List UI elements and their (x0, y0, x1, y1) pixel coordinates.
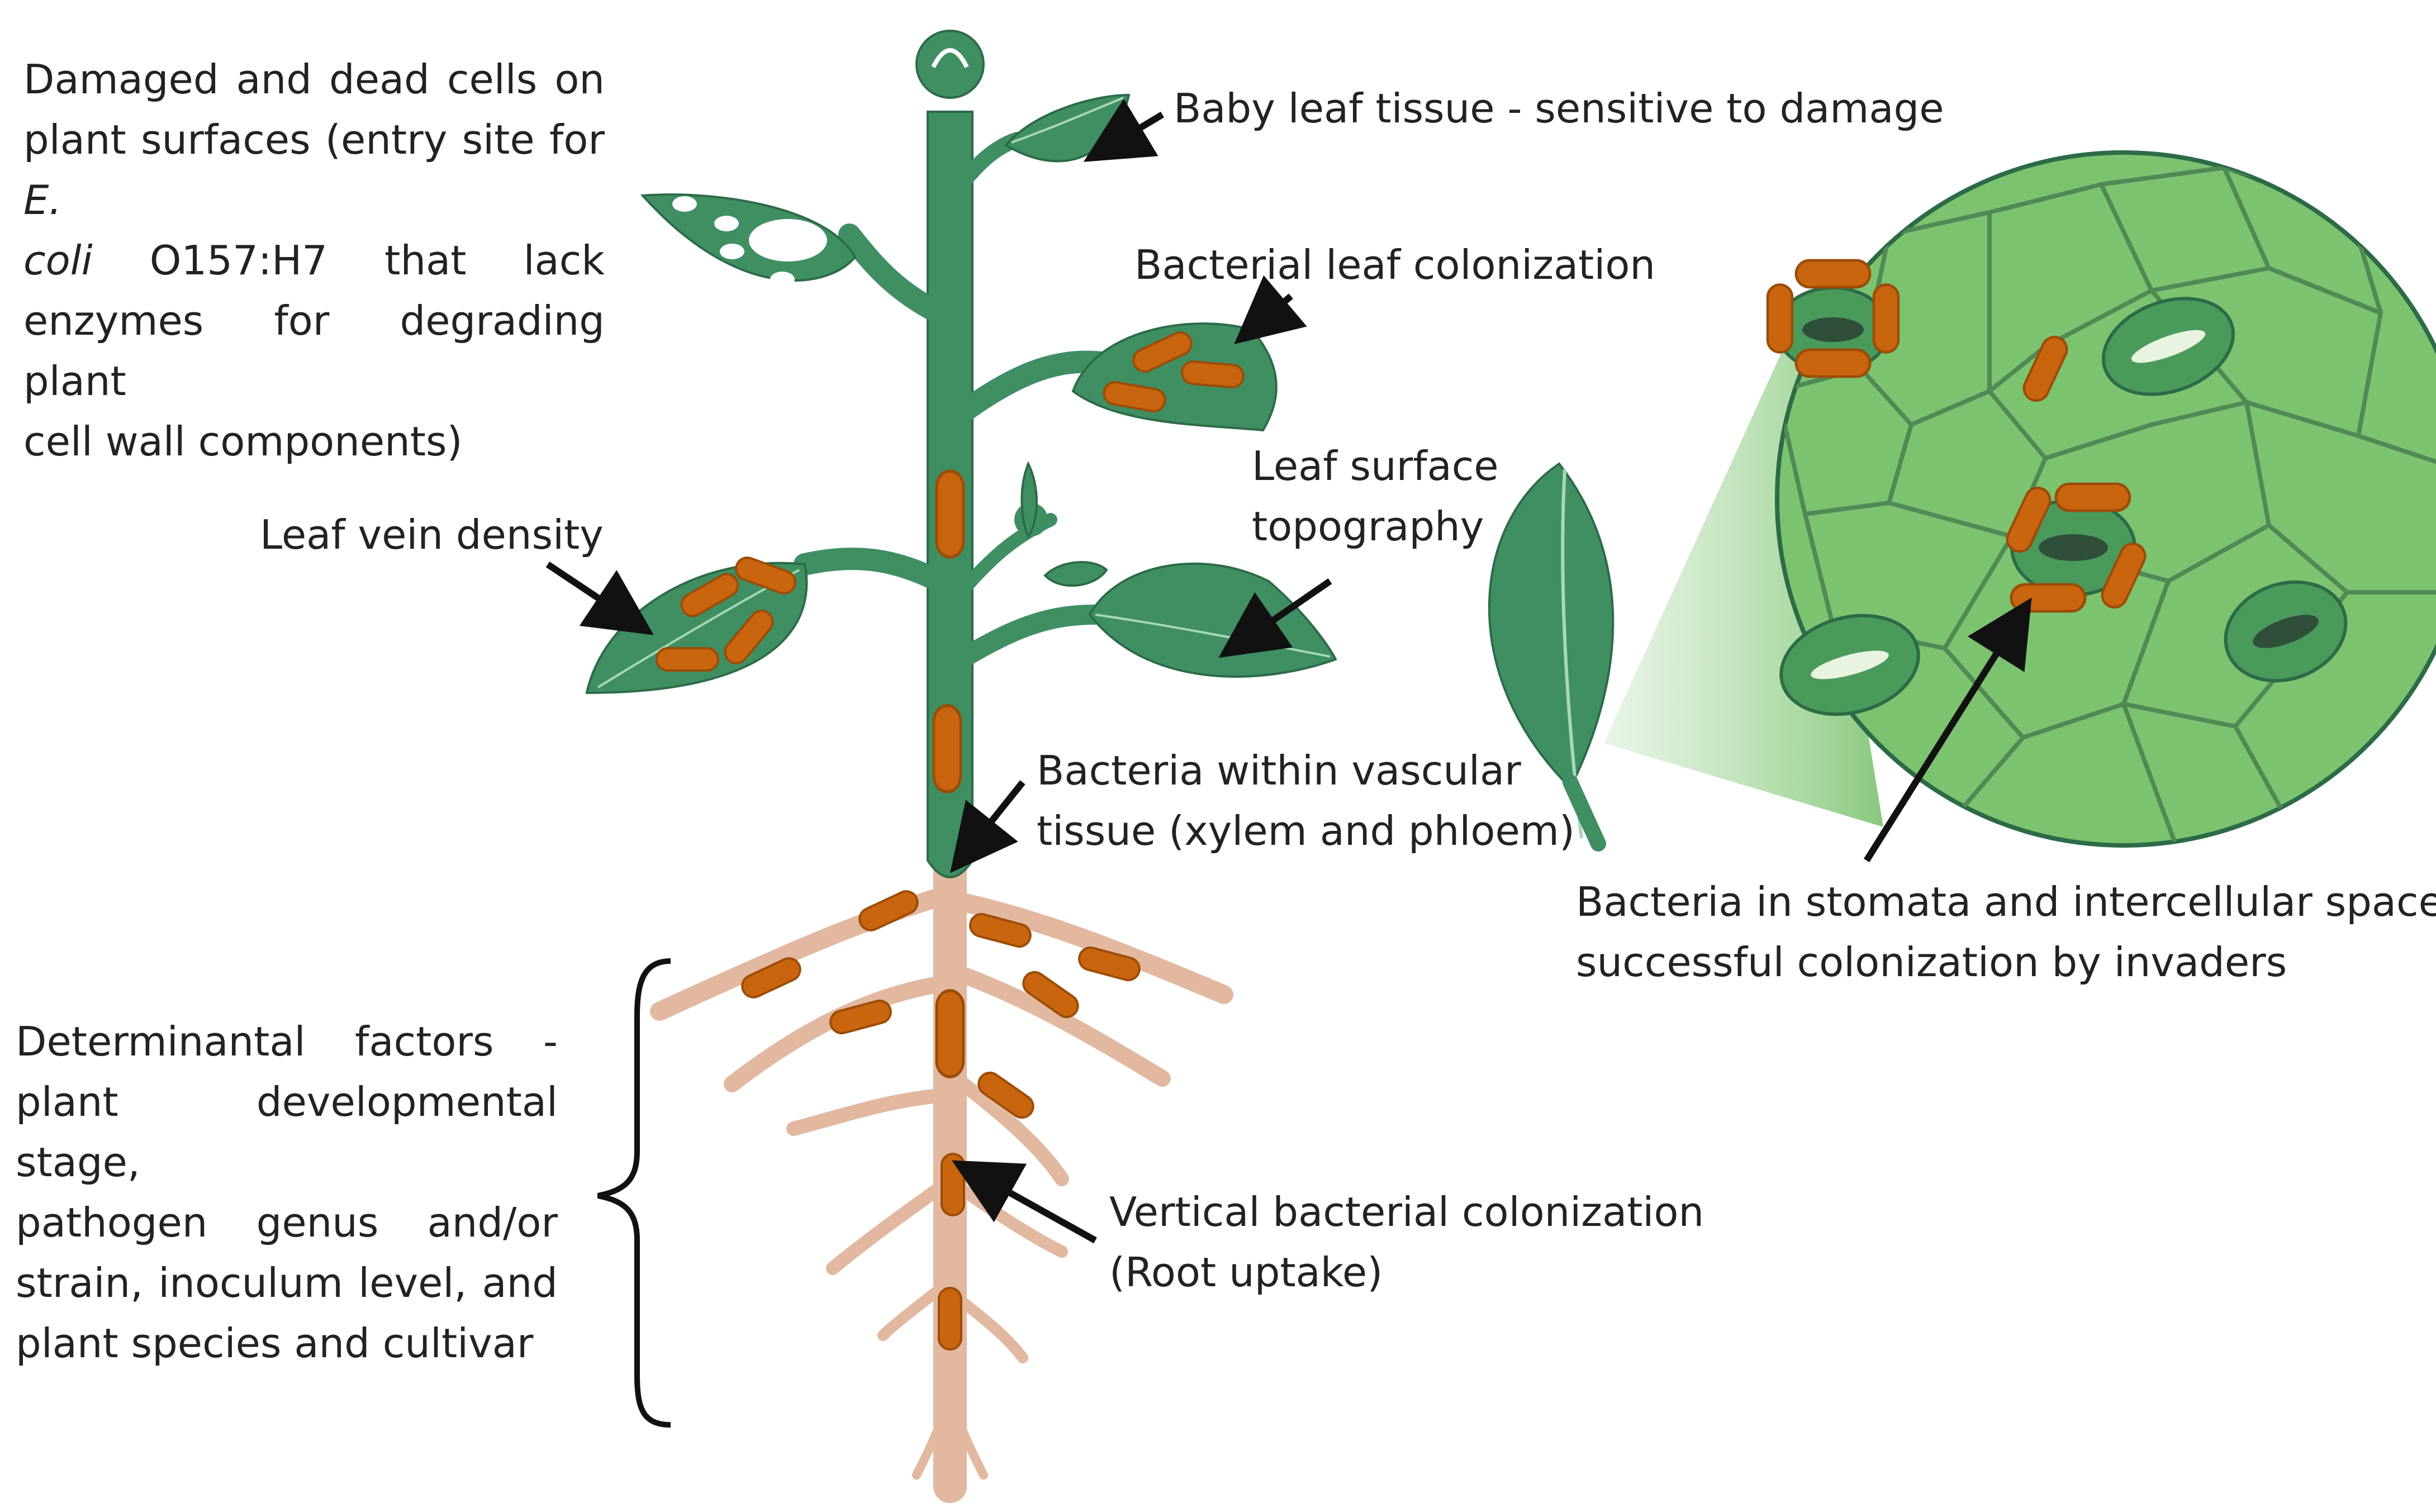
stoma-icon (2224, 580, 2348, 683)
arrow-pointer-icon (952, 1160, 1097, 1244)
determinantal-factors-line: pathogen genus and/or (16, 1199, 558, 1246)
leaf-vein-density (585, 553, 808, 695)
determinantal-factors-line: strain, inoculum level, and (16, 1259, 558, 1306)
root-uptake-label: Vertical bacterial colonization (Root up… (1109, 1182, 1704, 1302)
curly-brace-icon (597, 958, 671, 1428)
arrow-pointer-icon (1863, 597, 2032, 863)
baby-leaf-label: Baby leaf tissue - sensitive to damage (1174, 85, 1944, 132)
damaged-cells-line: cell wall components) (23, 418, 463, 465)
stomata-zoom-circle (1768, 150, 2436, 848)
bacterium-icon (854, 886, 923, 935)
damaged-cells-line: Damaged and dead cells on (23, 56, 605, 103)
leaf-small-buds (1020, 461, 1108, 587)
vascular-tissue-line: tissue (xylem and phloem) (1037, 807, 1575, 854)
damaged-cells-italic: E. (23, 177, 62, 224)
stomata-label: Bacteria in stomata and intercellular sp… (1576, 872, 2436, 992)
vascular-tissue-label: Bacteria within vascular tissue (xylem a… (1037, 740, 1575, 861)
damaged-cells-line: plant surfaces (entry site for E. (23, 110, 605, 230)
bacterium-icon (1768, 285, 1792, 353)
damaged-cells-label: Damaged and dead cells on plant surfaces… (23, 49, 605, 472)
stoma-icon (2101, 297, 2235, 396)
arrow-pointer-icon (950, 780, 1025, 873)
damaged-cells-line: coli O157:H7 that lack (23, 230, 605, 291)
determinantal-factors-line: plant species and cultivar (16, 1320, 534, 1367)
arrow-pointer-icon (1234, 275, 1307, 345)
bacterium-icon (1874, 285, 1898, 353)
stomata-line: successful colonization by invaders (1576, 939, 2287, 986)
bacterium-icon (941, 1153, 965, 1216)
root-uptake-line: Vertical bacterial colonization (1109, 1188, 1704, 1235)
leaf-baby (1004, 93, 1131, 163)
arrow-pointer-icon (1083, 98, 1165, 162)
damaged-cells-italic: coli (23, 237, 93, 284)
bacterium-icon (2056, 484, 2130, 511)
determinantal-factors-line: Determinantal factors - (16, 1018, 558, 1065)
arrow-pointer-icon (545, 562, 654, 635)
vascular-tissue-line: Bacteria within vascular (1037, 747, 1521, 794)
bacterium-icon (2011, 584, 2085, 611)
leaf-surface-topography-label: Leaf surface topography (1252, 436, 1499, 557)
damaged-cells-text: plant surfaces (entry site for (23, 116, 605, 163)
leaf-vein-density-label: Leaf vein density (260, 511, 604, 558)
damaged-cells-line: enzymes for degrading plant (23, 297, 605, 405)
bacterium-icon (656, 647, 719, 672)
stomata-line: Bacteria in stomata and intercellular sp… (1576, 878, 2436, 925)
leaf-surface-topography-line: topography (1252, 503, 1484, 550)
bacterium-icon (1796, 350, 1870, 377)
bacterium-icon (937, 991, 963, 1077)
determinantal-factors-line: plant developmental stage, (16, 1078, 558, 1186)
arrow-pointer-icon (1218, 578, 1332, 658)
determinantal-factors-label: Determinantal factors - plant developmen… (16, 1011, 558, 1373)
leaf-surface-topography (1088, 562, 1337, 678)
bud-icon (915, 30, 985, 99)
damaged-cells-text: O157:H7 that lack (92, 237, 605, 284)
leaf-surface-topography-line: Leaf surface (1252, 443, 1499, 489)
bacterium-icon (1180, 359, 1246, 389)
leaf-colonized-upper (1071, 322, 1278, 432)
leaf-icon (1488, 462, 1614, 852)
bacterium-icon (934, 706, 961, 792)
stoma-icon (1779, 614, 1920, 716)
bacterium-icon (1796, 260, 1870, 287)
bacterial-leaf-colonization-label: Bacterial leaf colonization (1134, 241, 1656, 288)
bacterium-icon (938, 1287, 962, 1351)
leaf-damaged (640, 193, 857, 287)
bacterium-icon (937, 471, 963, 557)
annotation-arrows (545, 98, 2032, 1244)
root-uptake-line: (Root uptake) (1109, 1249, 1383, 1296)
